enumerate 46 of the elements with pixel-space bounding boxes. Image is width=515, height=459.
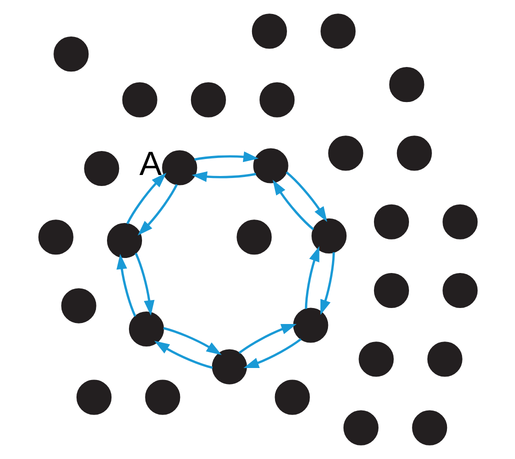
node-circle — [106, 222, 142, 258]
arrow — [304, 246, 319, 309]
arrow — [285, 171, 327, 222]
node-circle — [442, 272, 478, 308]
node-circle — [412, 410, 447, 446]
arrow — [191, 171, 256, 182]
node-circle — [162, 150, 197, 186]
node-circle — [342, 410, 378, 446]
arrow — [320, 252, 334, 316]
node-circle — [122, 82, 157, 118]
node-circle — [373, 204, 409, 240]
node-circle — [236, 220, 272, 255]
node-circle — [396, 136, 432, 171]
node-circle — [252, 148, 288, 184]
node-circle — [76, 380, 112, 415]
node-circle — [251, 14, 286, 49]
arrow — [126, 172, 166, 224]
node-circle — [328, 136, 363, 171]
arrow — [116, 254, 136, 317]
arrow — [154, 340, 212, 369]
node-circle — [292, 308, 328, 343]
node-circle — [358, 342, 394, 377]
arrow — [194, 151, 258, 162]
arrow — [137, 184, 178, 236]
arrow — [162, 326, 222, 356]
node-circle — [38, 220, 73, 255]
node-circle — [128, 311, 164, 347]
node-circle — [388, 67, 424, 102]
node-circle — [211, 349, 246, 384]
node-circle — [442, 204, 478, 240]
node-circle — [144, 380, 180, 415]
arrow — [134, 252, 154, 316]
arrow — [272, 180, 314, 230]
node-circle — [60, 288, 96, 324]
node-circle — [84, 150, 119, 186]
node-circle — [53, 36, 88, 72]
node-circle — [320, 14, 356, 49]
node-circle — [274, 380, 310, 415]
node-circle — [259, 82, 294, 118]
node-circle — [426, 342, 462, 377]
node-circle — [190, 82, 226, 118]
node-circle — [311, 218, 346, 254]
node-circle — [373, 272, 409, 308]
arrow — [238, 324, 296, 354]
arrow — [243, 338, 302, 368]
node-label: A — [138, 146, 162, 183]
